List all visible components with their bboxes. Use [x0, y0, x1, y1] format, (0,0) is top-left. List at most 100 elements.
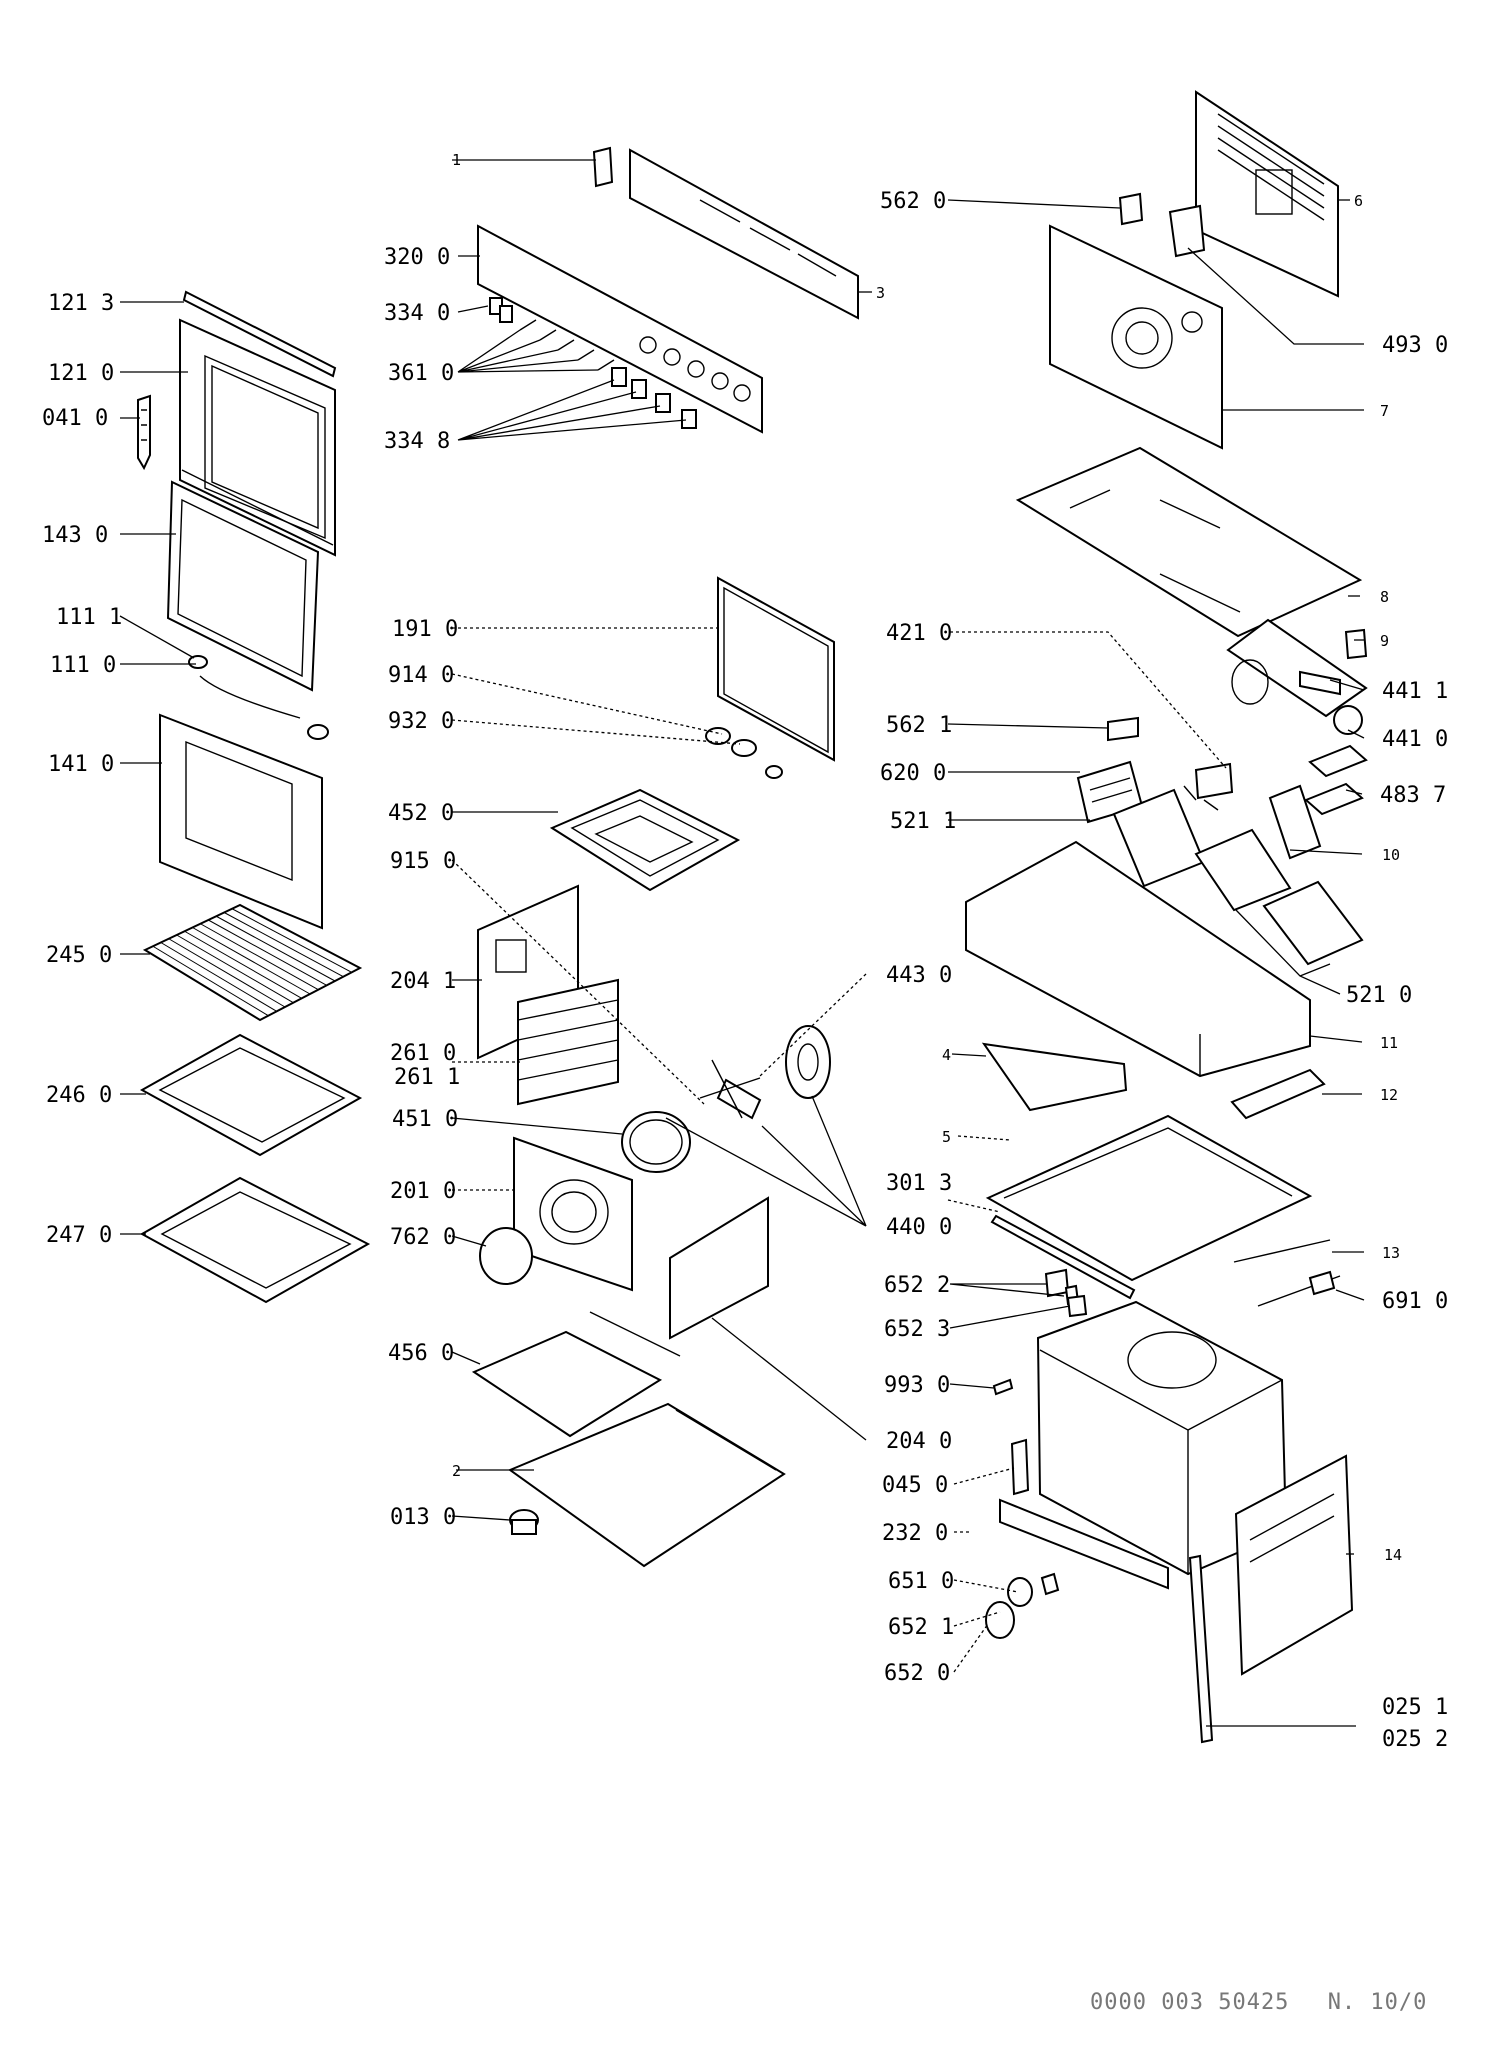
label-320-0: 320 0 — [384, 245, 450, 270]
screw — [992, 1378, 1014, 1396]
label-652-0: 652 0 — [884, 1661, 950, 1686]
footer-sheet: N. 10/0 — [1327, 1990, 1428, 2015]
label-915-0: 915 0 — [390, 849, 456, 874]
glass-clip — [188, 655, 329, 740]
label-4: 4 — [942, 1046, 951, 1064]
foot — [509, 1509, 539, 1535]
shelf-wire — [176, 934, 294, 1004]
shelf-wire — [216, 915, 336, 982]
label-7: 7 — [1380, 402, 1389, 420]
label-914-0: 914 0 — [388, 663, 454, 688]
label-013-0: 013 0 — [390, 1505, 456, 1530]
leader-lines — [119, 159, 1365, 1727]
deflector — [981, 1042, 1128, 1112]
label-247-0: 247 0 — [46, 1223, 112, 1248]
label-041-0: 041 0 — [42, 406, 108, 431]
bottom-element — [471, 1311, 681, 1438]
label-111-1: 111 1 — [56, 605, 122, 630]
cooling-fan-housing — [1226, 618, 1368, 735]
fan-disc — [479, 1227, 533, 1285]
shelf-wire — [208, 919, 327, 986]
switch-module-2 — [1262, 880, 1364, 966]
label-452-0: 452 0 — [388, 801, 454, 826]
label-245-0: 245 0 — [46, 943, 112, 968]
label-451-0: 451 0 — [392, 1107, 458, 1132]
label-334-8: 334 8 — [384, 429, 450, 454]
cable-cover — [1268, 784, 1322, 860]
label-762-0: 762 0 — [390, 1225, 456, 1250]
label-8: 8 — [1380, 588, 1389, 606]
label-521-0: 521 0 — [1346, 983, 1412, 1008]
label-261-1: 261 1 — [394, 1065, 460, 1090]
top-panel — [1015, 446, 1363, 638]
door-seal — [717, 576, 835, 762]
label-651-0: 651 0 — [888, 1569, 954, 1594]
label-521-1: 521 1 — [890, 809, 956, 834]
label-620-0: 620 0 — [880, 761, 946, 786]
label-204-0: 204 0 — [886, 1429, 952, 1454]
label-3: 3 — [876, 284, 885, 302]
wire-shelf — [142, 903, 363, 1022]
label-111-0: 111 0 — [50, 653, 116, 678]
shelf-runners — [517, 978, 619, 1106]
lamp-glass — [1007, 1572, 1060, 1607]
label-9: 9 — [1380, 632, 1389, 650]
shelf-wire — [152, 945, 269, 1017]
label-143-0: 143 0 — [42, 523, 108, 548]
base-plate — [507, 1402, 786, 1568]
door-outer-glass — [159, 713, 323, 930]
footer-code: 0000 003 50425 — [1090, 1990, 1290, 2015]
switch-module — [1194, 828, 1292, 912]
label-483-7: 483 7 — [1380, 783, 1446, 808]
control-panel-back — [629, 148, 859, 320]
label-025-2: 025 2 — [1382, 1727, 1448, 1752]
cavity-top-cover — [985, 1114, 1313, 1282]
rear-cover — [1195, 90, 1339, 298]
label-201-0: 201 0 — [390, 1179, 456, 1204]
label-334-0: 334 0 — [384, 301, 450, 326]
footer-reference: 0000 003 50425 N. 10/0 — [1090, 1990, 1451, 2015]
circular-element — [621, 1111, 691, 1173]
label-045-0: 045 0 — [882, 1473, 948, 1498]
label-232-0: 232 0 — [882, 1521, 948, 1546]
baking-tray — [139, 1033, 363, 1157]
outer-door-frame — [179, 318, 336, 557]
switch-shafts — [519, 319, 615, 371]
small-clip — [1344, 628, 1368, 660]
tangential-fan — [1299, 670, 1341, 696]
label-10: 10 — [1382, 846, 1400, 864]
label-652-1: 652 1 — [888, 1615, 954, 1640]
thermostat-probe — [1233, 1239, 1341, 1307]
side-trim — [1188, 1554, 1214, 1744]
fan-cover — [513, 1136, 633, 1292]
label-2: 2 — [452, 1462, 461, 1480]
spring-clip — [1107, 716, 1139, 742]
side-cover — [1234, 1454, 1354, 1676]
lamp-holders — [705, 727, 783, 779]
control-box-tray — [965, 840, 1311, 1078]
shelf-wire — [200, 923, 319, 991]
label-11: 11 — [1380, 1034, 1398, 1052]
shelf-wire — [192, 927, 311, 995]
control-knobs — [489, 297, 697, 429]
lamp-fitting — [1183, 762, 1234, 811]
label-121-0: 121 0 — [48, 361, 114, 386]
shelf-wire — [168, 938, 286, 1008]
label-932-0: 932 0 — [388, 709, 454, 734]
cavity-front-strip — [999, 1498, 1169, 1590]
label-443-0: 443 0 — [886, 963, 952, 988]
label-13: 13 — [1382, 1244, 1400, 1262]
label-191-0: 191 0 — [392, 617, 458, 642]
label-301-3: 301 3 — [886, 1171, 952, 1196]
label-361-0: 361 0 — [388, 361, 454, 386]
back-panel — [1049, 224, 1223, 450]
door-hinge — [137, 394, 151, 471]
label-652-2: 652 2 — [884, 1273, 950, 1298]
label-691-0: 691 0 — [1382, 1289, 1448, 1314]
label-204-1: 204 1 — [390, 969, 456, 994]
label-562-1: 562 1 — [886, 713, 952, 738]
control-bracket — [592, 146, 614, 188]
drip-pan — [139, 1176, 371, 1304]
small-bracket — [1230, 1068, 1326, 1120]
thermal-cutout — [1168, 204, 1206, 258]
